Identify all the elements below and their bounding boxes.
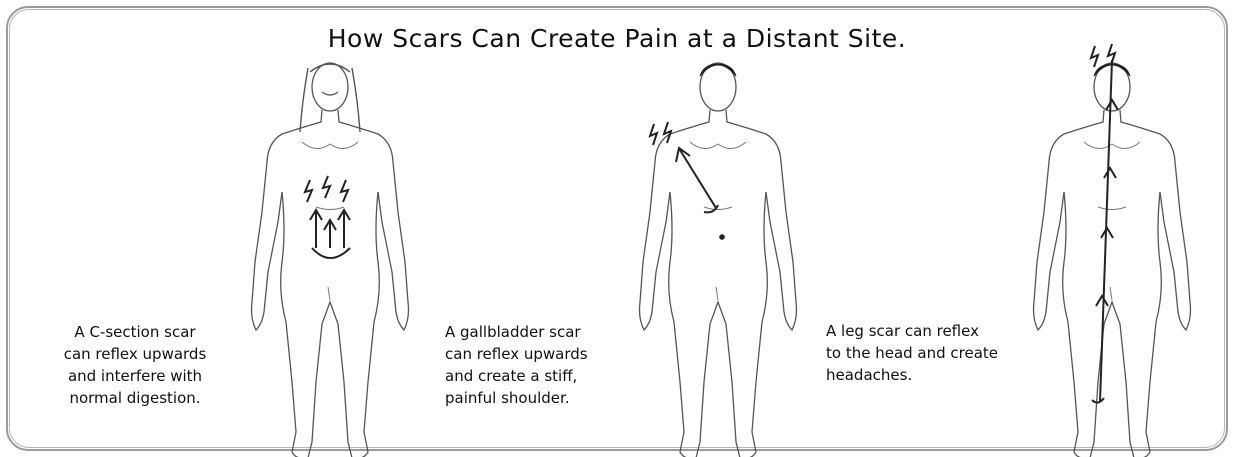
caption-line: A gallbladder scar bbox=[445, 321, 588, 343]
caption-line: headaches. bbox=[826, 364, 998, 386]
caption-line: normal digestion. bbox=[40, 387, 230, 409]
caption-line: can reflex upwards bbox=[40, 343, 230, 365]
leg-scar-pain-marks bbox=[1091, 44, 1118, 403]
caption-line: and create a stiff, bbox=[445, 365, 588, 387]
caption-c-section: A C-section scar can reflex upwards and … bbox=[40, 321, 230, 409]
caption-line: to the head and create bbox=[826, 342, 998, 364]
figure-man-leg bbox=[1034, 63, 1191, 457]
caption-line: and interfere with bbox=[40, 365, 230, 387]
caption-line: A leg scar can reflex bbox=[826, 320, 998, 342]
figure-woman bbox=[252, 63, 409, 457]
caption-line: A C-section scar bbox=[40, 321, 230, 343]
gallbladder-pain-marks bbox=[650, 122, 724, 239]
caption-gallbladder: A gallbladder scar can reflex upwards an… bbox=[445, 321, 588, 409]
caption-line: painful shoulder. bbox=[445, 387, 588, 409]
c-section-pain-marks bbox=[305, 176, 350, 258]
figure-man-gallbladder bbox=[640, 63, 797, 457]
caption-leg: A leg scar can reflex to the head and cr… bbox=[826, 320, 998, 386]
caption-line: can reflex upwards bbox=[445, 343, 588, 365]
